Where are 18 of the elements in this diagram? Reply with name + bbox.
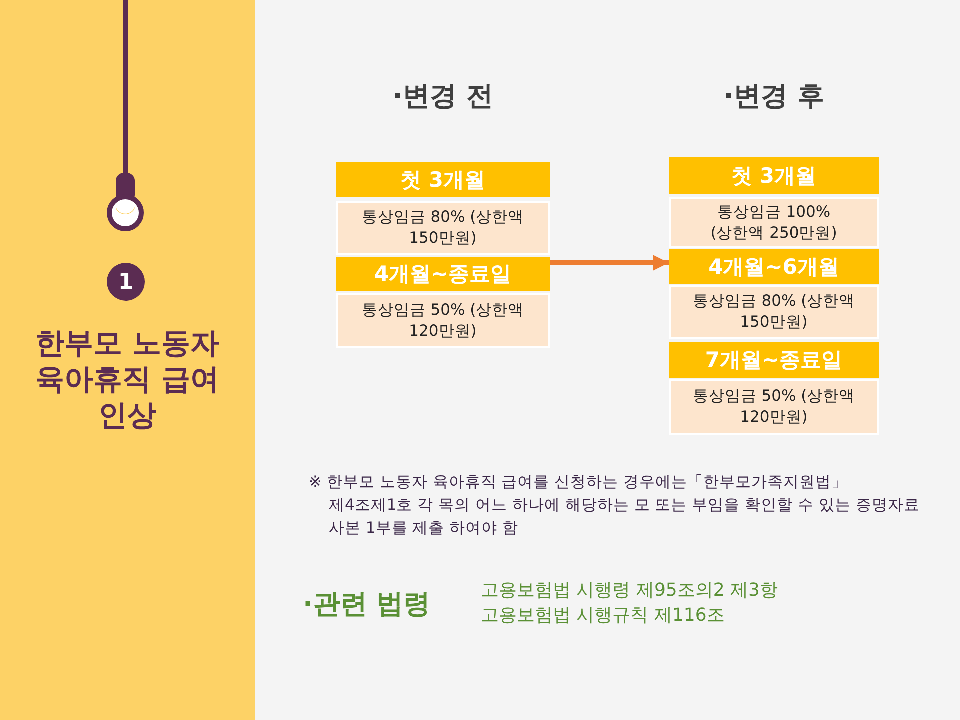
period-header: 첫 3개월 bbox=[336, 162, 550, 197]
period-header: 4개월~6개월 bbox=[669, 249, 879, 284]
column-heading: ·변경 후 bbox=[722, 80, 826, 114]
law-reference: 고용보험법 시행령 제95조의2 제3항 bbox=[481, 579, 778, 602]
column-heading: ·변경 전 bbox=[392, 80, 494, 114]
period-header: 7개월~종료일 bbox=[669, 342, 879, 378]
benefit-cell: 통상임금 80% (상한액 150만원) bbox=[669, 285, 879, 339]
benefit-cell: 통상임금 50% (상한액 120만원) bbox=[669, 379, 879, 435]
period-header: 4개월~종료일 bbox=[336, 257, 550, 291]
note-text: ※ 한부모 노동자 육아휴직 급여를 신청하는 경우에는「한부모가족지원법」 제4조제1호 각 목의 어느 하나에 해당하는 모 또는 부임을 확인할 수 있는 증명자료 사본 1부를 제출 하여야 함 bbox=[309, 472, 921, 539]
period-header: 첫 3개월 bbox=[669, 157, 879, 194]
benefit-cell: 통상임금 80% (상한액 150만원) bbox=[336, 201, 550, 255]
arrow bbox=[550, 255, 669, 271]
section-title: 한부모 노동자 육아휴직 급여 인상 bbox=[34, 325, 221, 433]
section-heading: ·관련 법령 bbox=[303, 588, 431, 622]
benefit-cell: 통상임금 50% (상한액 120만원) bbox=[336, 293, 550, 348]
benefit-cell: 통상임금 100% (상한액 250만원) bbox=[669, 197, 879, 248]
law-reference: 고용보험법 시행규칙 제116조 bbox=[481, 604, 725, 627]
